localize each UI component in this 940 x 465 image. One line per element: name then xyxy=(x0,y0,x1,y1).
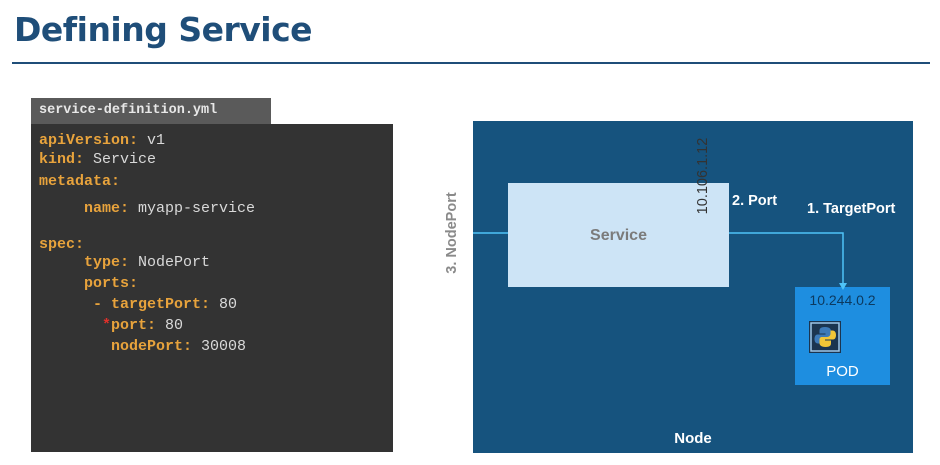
code-line-name: name: myapp-service xyxy=(84,200,256,217)
code-line-ports: ports: xyxy=(84,275,139,292)
nodeport-label: 3. NodePort xyxy=(444,192,460,274)
code-line-kind: kind: Service xyxy=(39,151,157,168)
targetport-connector xyxy=(729,232,844,285)
service-label: Service xyxy=(590,227,647,244)
slide-title: Defining Service xyxy=(14,10,313,49)
title-divider xyxy=(12,62,930,64)
code-line-nodeport: nodePort: 30008 xyxy=(111,338,247,355)
code-line-apiversion: apiVersion: v1 xyxy=(39,132,166,149)
service-box: Service xyxy=(508,183,729,287)
port-asterisk: * xyxy=(102,317,112,334)
pod-ip: 10.244.0.2 xyxy=(809,292,876,308)
code-line-type: type: NodePort xyxy=(84,254,211,271)
port-label: 2. Port xyxy=(732,193,778,209)
code-line-targetport: - targetPort: 80 xyxy=(93,296,238,313)
targetport-arrowhead xyxy=(839,283,847,290)
code-filename-tab: service-definition.yml xyxy=(31,98,271,124)
pod-box: 10.244.0.2 POD xyxy=(795,287,890,385)
pod-label: POD xyxy=(826,363,859,380)
code-panel: apiVersion: v1 kind: Service metadata: n… xyxy=(31,124,393,452)
code-line-metadata: metadata: xyxy=(39,173,121,190)
code-line-spec: spec: xyxy=(39,236,85,253)
targetport-label: 1. TargetPort xyxy=(807,201,896,217)
python-app-icon xyxy=(809,321,841,353)
code-line-port: *port: 80 xyxy=(102,317,184,334)
node-label: Node xyxy=(674,430,712,447)
node-box: Service 10.106.1.12 2. Port 1. TargetPor… xyxy=(473,121,913,453)
